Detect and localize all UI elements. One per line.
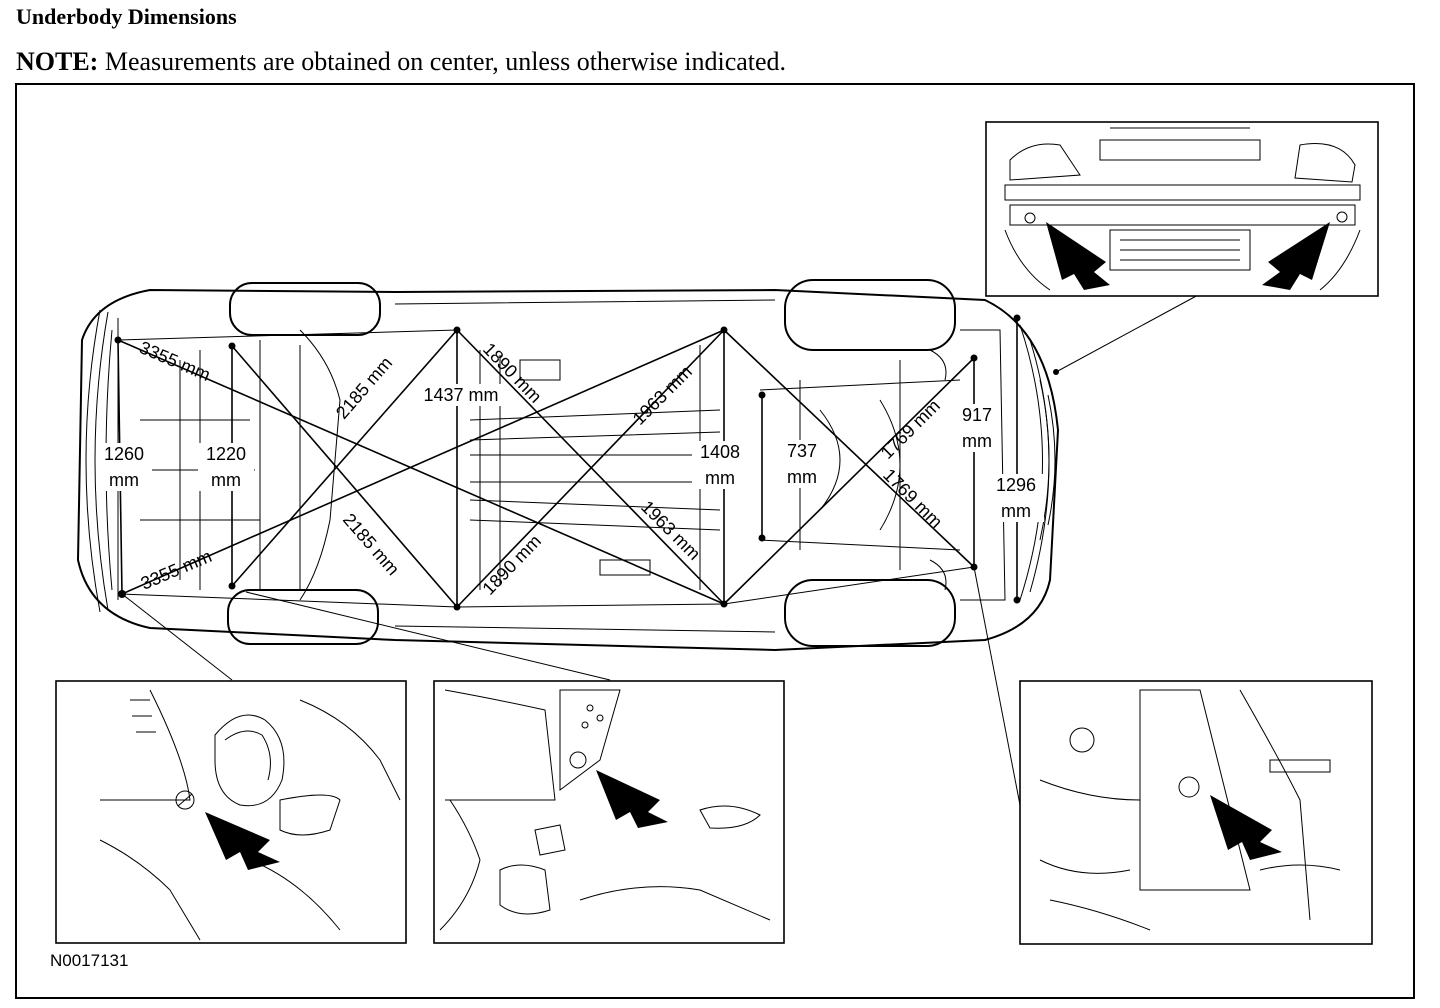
point-mid-front-left <box>720 326 728 334</box>
dimension-labels: 3355 mm 3355 mm 2185 mm 2185 mm 1890 mm … <box>96 337 1044 599</box>
label-1296-unit: mm <box>1001 501 1031 521</box>
label-1260-value: 1260 <box>104 444 144 464</box>
point-rear-axle-left <box>228 342 236 350</box>
point-front-left <box>970 354 978 362</box>
label-2185-top: 2185 mm <box>332 353 396 423</box>
point-mid-rear-right <box>453 603 461 611</box>
label-1769-top: 1769 mm <box>877 396 944 463</box>
label-3355-top: 3355 mm <box>136 337 213 385</box>
point-bumper-right <box>1013 596 1021 604</box>
figure-id: N0017131 <box>50 951 128 970</box>
label-2185-bottom: 2185 mm <box>339 510 403 580</box>
label-1769-bottom: 1769 mm <box>879 465 946 532</box>
label-737-value: 737 <box>787 441 817 461</box>
point-bumper-left <box>1013 314 1021 322</box>
label-1296-value: 1296 <box>996 475 1036 495</box>
note-text: Measurements are obtained on center, unl… <box>104 47 787 76</box>
detail-floor-point <box>433 680 785 944</box>
label-1220-value: 1220 <box>206 444 246 464</box>
detail-front-subframe <box>1019 680 1373 945</box>
label-1220-unit: mm <box>211 470 241 490</box>
point-subframe-left <box>758 391 766 399</box>
point-rear-axle-right <box>228 582 236 590</box>
label-1260-unit: mm <box>109 470 139 490</box>
page-title: Underbody Dimensions <box>16 4 237 29</box>
measurement-lines <box>117 318 1018 608</box>
point-mid-rear-left <box>453 326 461 334</box>
label-1408-unit: mm <box>705 468 735 488</box>
note-label: NOTE: <box>16 47 99 76</box>
detail-front-bumper <box>985 121 1379 297</box>
leader-lines <box>121 293 1201 806</box>
label-1437: 1437 mm <box>423 385 498 405</box>
label-737-unit: mm <box>787 467 817 487</box>
label-1408-value: 1408 <box>700 442 740 462</box>
label-1890-bottom: 1890 mm <box>478 531 545 599</box>
point-rear-left <box>114 336 122 344</box>
label-3355-bottom: 3355 mm <box>138 546 215 594</box>
vehicle-underbody <box>76 279 1060 652</box>
detail-rear-point <box>55 680 407 944</box>
label-917-unit: mm <box>962 431 992 451</box>
label-917-value: 917 <box>962 405 992 425</box>
label-1963-top: 1963 mm <box>629 362 696 429</box>
point-subframe-right <box>758 534 766 542</box>
point-mid-front-right <box>720 600 728 608</box>
measurement-note: NOTE: Measurements are obtained on cente… <box>16 47 786 77</box>
diagram-frame <box>15 83 1415 999</box>
label-1963-bottom: 1963 mm <box>637 497 704 564</box>
